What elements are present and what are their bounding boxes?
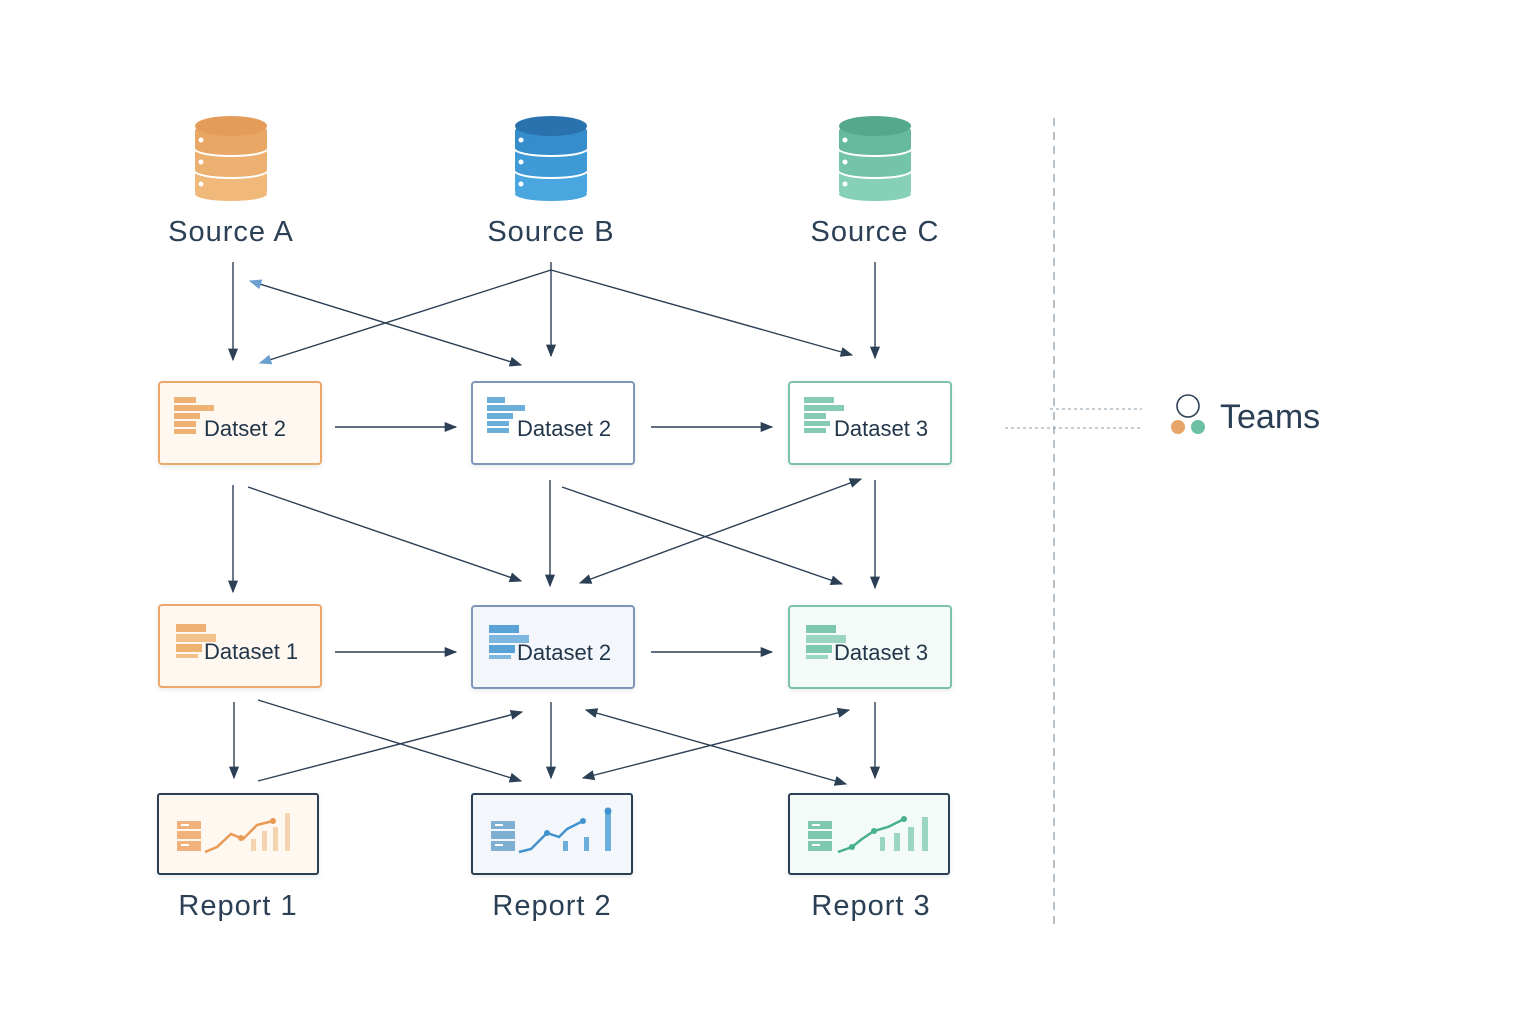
- source-a[interactable]: Source A: [121, 110, 341, 249]
- dataset-label: Dataset 1: [204, 639, 299, 664]
- source-c[interactable]: Source C: [765, 110, 985, 249]
- edge-r1-col3-back: [578, 478, 863, 584]
- table-icon: [806, 625, 846, 659]
- edge-r1-col1-diag: [247, 486, 523, 583]
- table-icon: [176, 624, 216, 658]
- report-label: Report 2: [492, 890, 612, 922]
- dataset-node-r2-c3[interactable]: Dataset 3: [788, 605, 952, 689]
- table-icon: [804, 397, 844, 433]
- table-icon: [487, 397, 525, 433]
- teams-label: Teams: [1220, 398, 1321, 436]
- report-chart-icon: [491, 807, 612, 854]
- source-label: Source B: [487, 216, 615, 248]
- report-label: Report 3: [811, 890, 931, 922]
- dataset-node-r2-c1[interactable]: Dataset 1: [158, 604, 322, 688]
- report-label: Report 1: [178, 890, 298, 922]
- report-chart-icon: [177, 813, 290, 854]
- source-label: Source A: [168, 216, 294, 248]
- table-icon: [174, 397, 214, 434]
- edge-report1-to-dataset2: [257, 709, 524, 782]
- dataset-node-r2-c2[interactable]: Dataset 2: [471, 605, 635, 689]
- report-card-3[interactable]: [788, 793, 950, 875]
- database-icon: [839, 116, 911, 201]
- dataset-label: Dataset 3: [834, 416, 929, 441]
- dataset-node-r1-c3[interactable]: Dataset 3: [788, 381, 952, 465]
- database-icon: [195, 116, 267, 201]
- table-icon: [489, 625, 529, 659]
- report-card-1[interactable]: [157, 793, 319, 875]
- edge-report2-to-dataset3: [581, 707, 851, 781]
- report-chart-icon: [808, 816, 928, 854]
- dataset-label: Datset 2: [204, 416, 286, 441]
- dataset-node-r1-c2[interactable]: Dataset 2: [471, 381, 635, 465]
- edge-source-b-to-dataset-right: [550, 269, 854, 357]
- teams-icon: [1171, 394, 1205, 434]
- source-label: Source C: [810, 216, 940, 248]
- dataset-label: Dataset 3: [834, 640, 929, 665]
- edge-cross-a-b: [248, 279, 523, 367]
- edge-source-b-to-dataset-left: [258, 269, 552, 365]
- edge-r2-col1-diag-down: [257, 699, 523, 783]
- report-card-2[interactable]: [471, 793, 633, 875]
- database-icon: [515, 116, 587, 201]
- dataset-label: Dataset 2: [517, 640, 612, 665]
- dataset-node-r1-c1[interactable]: Datset 2: [158, 381, 322, 465]
- dataset-label: Dataset 2: [517, 416, 612, 441]
- source-b[interactable]: Source B: [441, 110, 661, 249]
